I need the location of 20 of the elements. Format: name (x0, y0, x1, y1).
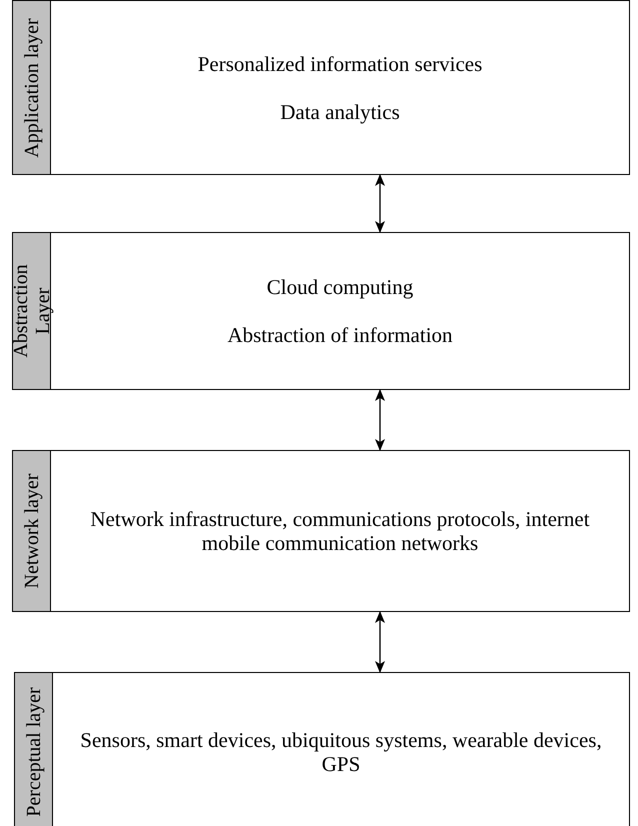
layer-box (12, 450, 630, 612)
double-arrow (375, 611, 385, 673)
layer-label-panel (13, 451, 51, 611)
layer-text: Abstraction of information (227, 323, 453, 347)
layer-text: Personalized information services (198, 52, 482, 76)
layer-name: Network layer (20, 472, 42, 590)
layer-box (14, 672, 630, 826)
double-arrow (375, 389, 385, 451)
layer-text: Sensors, smart devices, ubiquitous systems, wearable devices, GPS (79, 728, 603, 776)
layer-name: Application layer (20, 18, 42, 158)
layer-text: Network infrastructure, communications protocols, internet mobile communication networks (89, 507, 591, 555)
layer-box (12, 0, 630, 175)
layer-box (12, 232, 630, 390)
layer-label-panel (15, 673, 53, 826)
layer-name: Abstraction Layer (10, 263, 54, 360)
double-arrow (375, 174, 385, 233)
layer-name: Perceptual layer (22, 686, 44, 819)
layer-label-panel (13, 1, 51, 174)
layer-text: Cloud computing (266, 275, 414, 299)
layer-text: Data analytics (280, 100, 400, 124)
